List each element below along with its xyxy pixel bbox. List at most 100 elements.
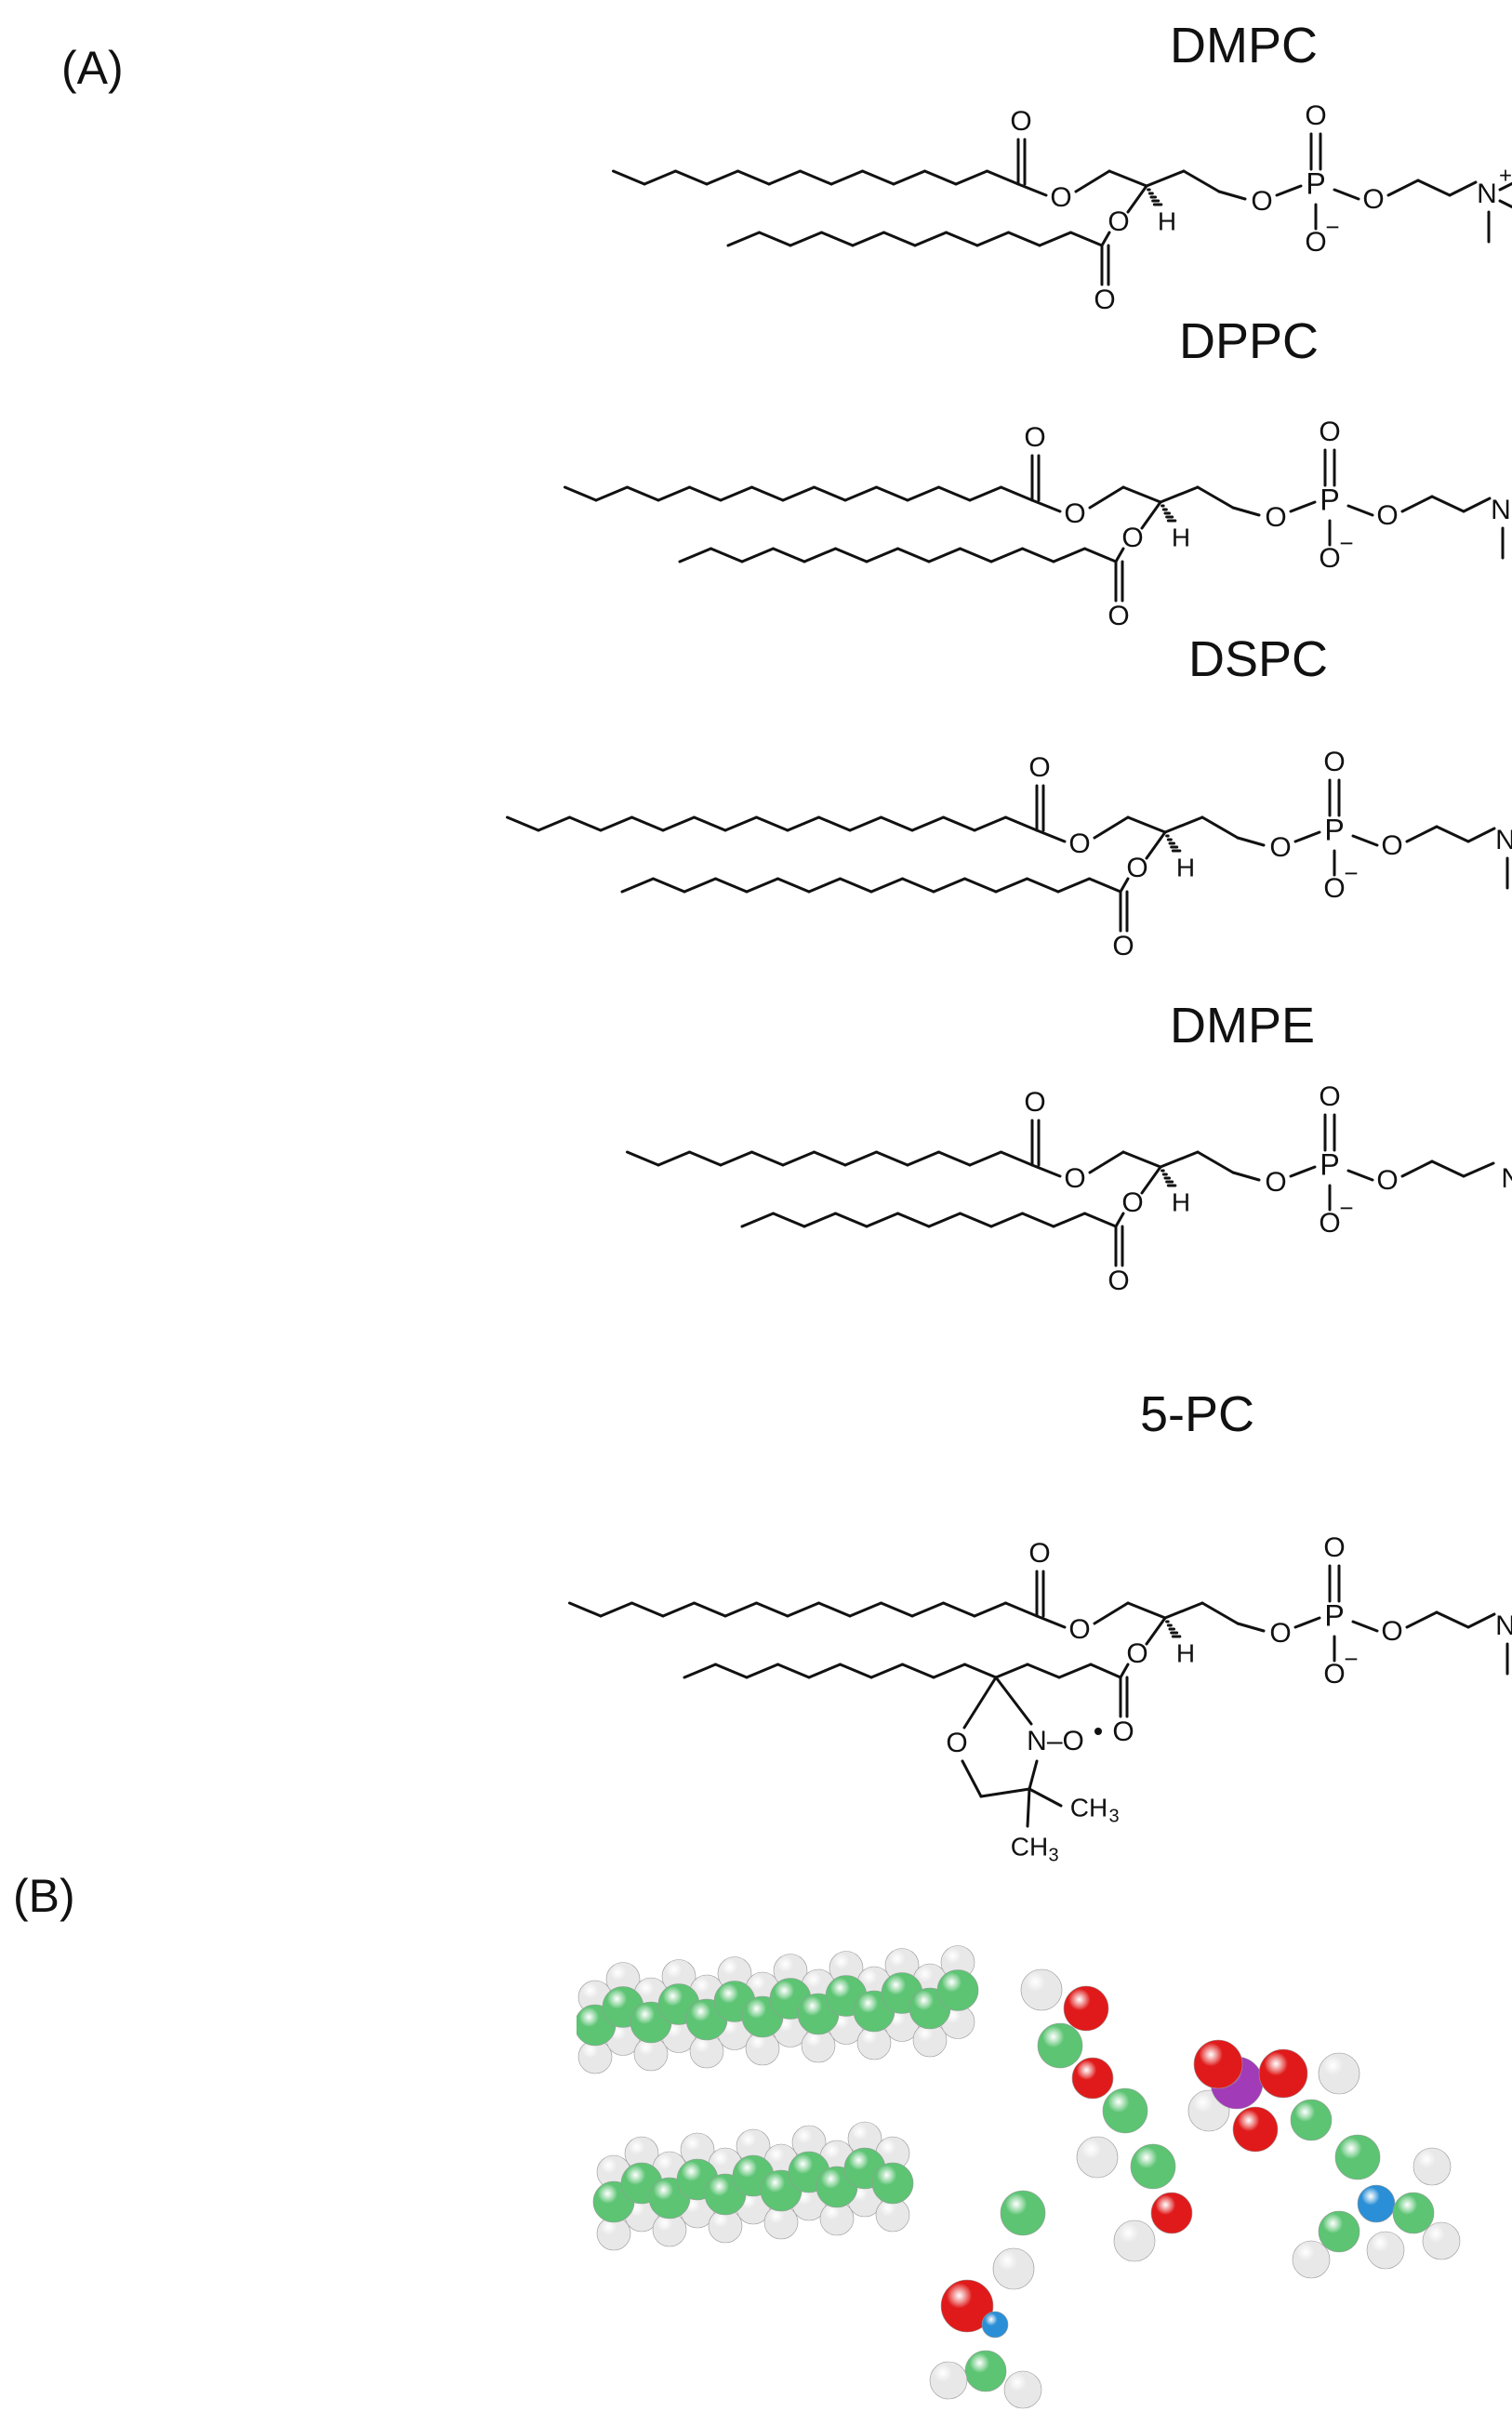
methyl-bond: [1498, 199, 1512, 209]
carbonyl-oxygen: O: [1107, 1266, 1129, 1296]
glycerol-bond: [1196, 1150, 1235, 1174]
carbon-atom: [964, 2350, 1007, 2392]
acyl-chain-1: [755, 815, 789, 832]
glycerol-bond: [1182, 169, 1221, 193]
acyl-chain-2: [959, 1212, 993, 1228]
acyl-chain-1: [688, 485, 723, 502]
acyl-chain-1: [506, 815, 540, 832]
acyl-chain-1: [612, 169, 646, 186]
phosphate-oxygen: O: [1269, 1618, 1291, 1649]
stereo-hydrogen: H: [1158, 206, 1176, 235]
acyl-chain-1: [968, 1150, 1002, 1167]
ester-bond: [1114, 1212, 1125, 1228]
phosphoryl-oxygen: O: [1319, 1081, 1340, 1112]
acyl-chain-1: [861, 169, 895, 186]
phosphate-oxygen: O: [1265, 502, 1286, 533]
acyl-chain-2: [772, 1212, 806, 1228]
phosphate-oxide: O: [1319, 543, 1340, 574]
acyl-chain-1: [786, 815, 820, 832]
phosphate-bond: [1236, 836, 1266, 847]
phosphate-bond: [1289, 500, 1317, 513]
ammonium-nitrogen: N: [1495, 825, 1512, 855]
acyl-chain-1: [786, 1601, 820, 1618]
acyl-chain-2: [1052, 1212, 1086, 1228]
carbon-atom: [1290, 2099, 1333, 2141]
acyl-chain-1: [910, 1601, 945, 1618]
ethylene-bond: [1462, 1161, 1495, 1178]
phosphate-oxide: O: [1323, 873, 1345, 904]
acyl-chain-1: [688, 1150, 723, 1167]
acyl-chain-2: [776, 877, 811, 894]
stereo-hydrogen: H: [1176, 1638, 1195, 1667]
phosphorus: P: [1320, 1147, 1339, 1181]
phosphate-oxide: O: [1319, 1208, 1340, 1239]
ester-bond: [1100, 231, 1111, 247]
ester-bond: [1035, 1614, 1067, 1629]
ethylene-bond: [1466, 827, 1496, 843]
acyl-chain-1: [880, 815, 914, 832]
stereo-hydrogen: H: [1172, 1187, 1190, 1216]
glycerol-bond: [1196, 485, 1235, 510]
glycerol-bond: [1126, 815, 1167, 834]
acyl-chain-1: [799, 169, 833, 186]
acyl-chain-2: [869, 877, 904, 894]
acyl-chain-2: [802, 1212, 837, 1228]
acyl-chain-2: [789, 231, 823, 247]
acyl-chain-2: [834, 547, 869, 563]
acyl-chain-1: [719, 485, 753, 502]
ester-bond: [1140, 500, 1162, 530]
acyl-chain-1: [843, 485, 878, 502]
acyl-chain-1: [986, 169, 1020, 186]
acyl-chain-2: [901, 877, 935, 894]
ring-bond: [961, 1759, 983, 1798]
space-filling-model: [577, 1945, 1461, 2409]
phosphoryl-oxygen: O: [1305, 100, 1326, 131]
oxygen-atom: [1063, 1985, 1109, 2032]
carbon-atom: [936, 1969, 979, 2011]
carbonyl-oxygen: O: [1112, 1716, 1134, 1747]
glycerol-bond: [1088, 1150, 1125, 1174]
acyl-chain-1: [813, 485, 847, 502]
methyl-bond: [1028, 1787, 1063, 1808]
ethylene-bond: [1430, 495, 1466, 513]
stereo-hydrogen: H: [1176, 853, 1195, 881]
methyl-subscript: 3: [1108, 1806, 1119, 1826]
acyl-chain-1: [723, 1601, 758, 1618]
acyl-chain-2: [989, 547, 1024, 563]
hydrogen-atom: [1413, 2147, 1452, 2186]
phosphate-bond: [1289, 1165, 1317, 1178]
acyl-chain-2: [726, 231, 761, 247]
ammonium-nitrogen: N: [1491, 495, 1511, 525]
carbon-atom: [1102, 2087, 1148, 2134]
ester-oxygen: O: [1126, 1638, 1147, 1669]
acyl-chain-1: [767, 169, 802, 186]
oxygen-atom: [1150, 2192, 1193, 2234]
acyl-chain-2: [932, 1663, 966, 1679]
acyl-chain-1: [954, 169, 988, 186]
acyl-chain-2: [802, 547, 837, 563]
acyl-chain-1: [829, 169, 864, 186]
ring-bond: [979, 1787, 1031, 1798]
acyl-chain-1: [817, 1601, 852, 1618]
ester-oxygen: O: [1064, 498, 1085, 529]
ammonium-group: NH: [1501, 1163, 1512, 1194]
acyl-chain-2: [865, 547, 899, 563]
oxygen-atom: [1258, 2048, 1308, 2099]
acyl-chain-1: [594, 485, 629, 502]
ester-bond: [1030, 498, 1062, 513]
acyl-chain-1: [781, 1150, 816, 1167]
phosphate-bond: [1351, 1620, 1379, 1633]
molecule-name-dppc: DPPC: [1179, 313, 1320, 369]
ammonium-nitrogen: N: [1477, 179, 1497, 209]
acyl-chain-2: [901, 1663, 935, 1679]
ester-bond: [1035, 828, 1067, 843]
acyl-chain-1: [906, 1150, 940, 1167]
phosphorus: P: [1324, 813, 1344, 846]
acyl-chain-2: [1088, 877, 1122, 894]
acyl-chain-2: [1026, 877, 1060, 894]
acyl-chain-1: [937, 485, 972, 502]
ester-bond: [1126, 184, 1148, 214]
